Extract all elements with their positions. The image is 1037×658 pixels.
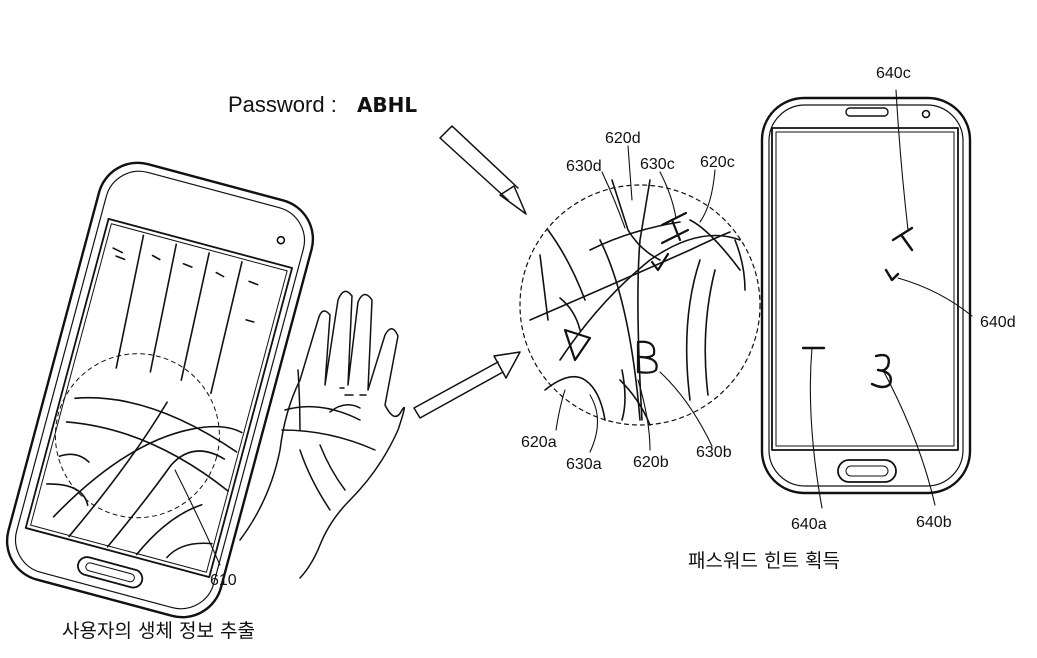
- arrow-up-right: [413, 351, 521, 419]
- right-phone: [760, 89, 973, 509]
- ref-620c: 620c: [700, 154, 735, 171]
- ref-640c: 640c: [876, 65, 911, 82]
- ref-620a: 620a: [521, 434, 557, 451]
- ref-640a: 640a: [791, 516, 827, 533]
- password-line: Password : ABHL: [228, 92, 417, 118]
- left-phone: [5, 161, 315, 619]
- palm-zoom-circle: [519, 179, 761, 426]
- caption-get-password-hint: 패스워드 힌트 획득: [688, 550, 840, 572]
- ref-640d: 640d: [980, 314, 1016, 331]
- hand-drawing: [239, 290, 405, 579]
- ref-620d: 620d: [605, 130, 641, 147]
- leader-610: [174, 469, 221, 566]
- ref-630b: 630b: [696, 444, 732, 461]
- ref-630d: 630d: [566, 158, 602, 175]
- leader-lines-zoom: [555, 145, 716, 453]
- right-phone-speaker: [845, 107, 889, 117]
- ref-640b: 640b: [916, 514, 952, 531]
- right-phone-home-button: [837, 459, 897, 483]
- password-label: Password :: [228, 92, 337, 117]
- ref-610: 610: [210, 572, 237, 589]
- caption-extract-biometric: 사용자의 생체 정보 추출: [62, 620, 255, 642]
- arrow-down-right: [439, 125, 527, 215]
- left-phone-home-button: [77, 556, 144, 589]
- left-phone-roi-circle: [54, 353, 220, 519]
- password-value: ABHL: [356, 93, 418, 117]
- ref-630c: 630c: [640, 156, 675, 173]
- left-phone-camera: [276, 235, 286, 245]
- ref-620b: 620b: [633, 454, 669, 471]
- right-phone-camera: [921, 109, 931, 119]
- ref-630a: 630a: [566, 456, 602, 473]
